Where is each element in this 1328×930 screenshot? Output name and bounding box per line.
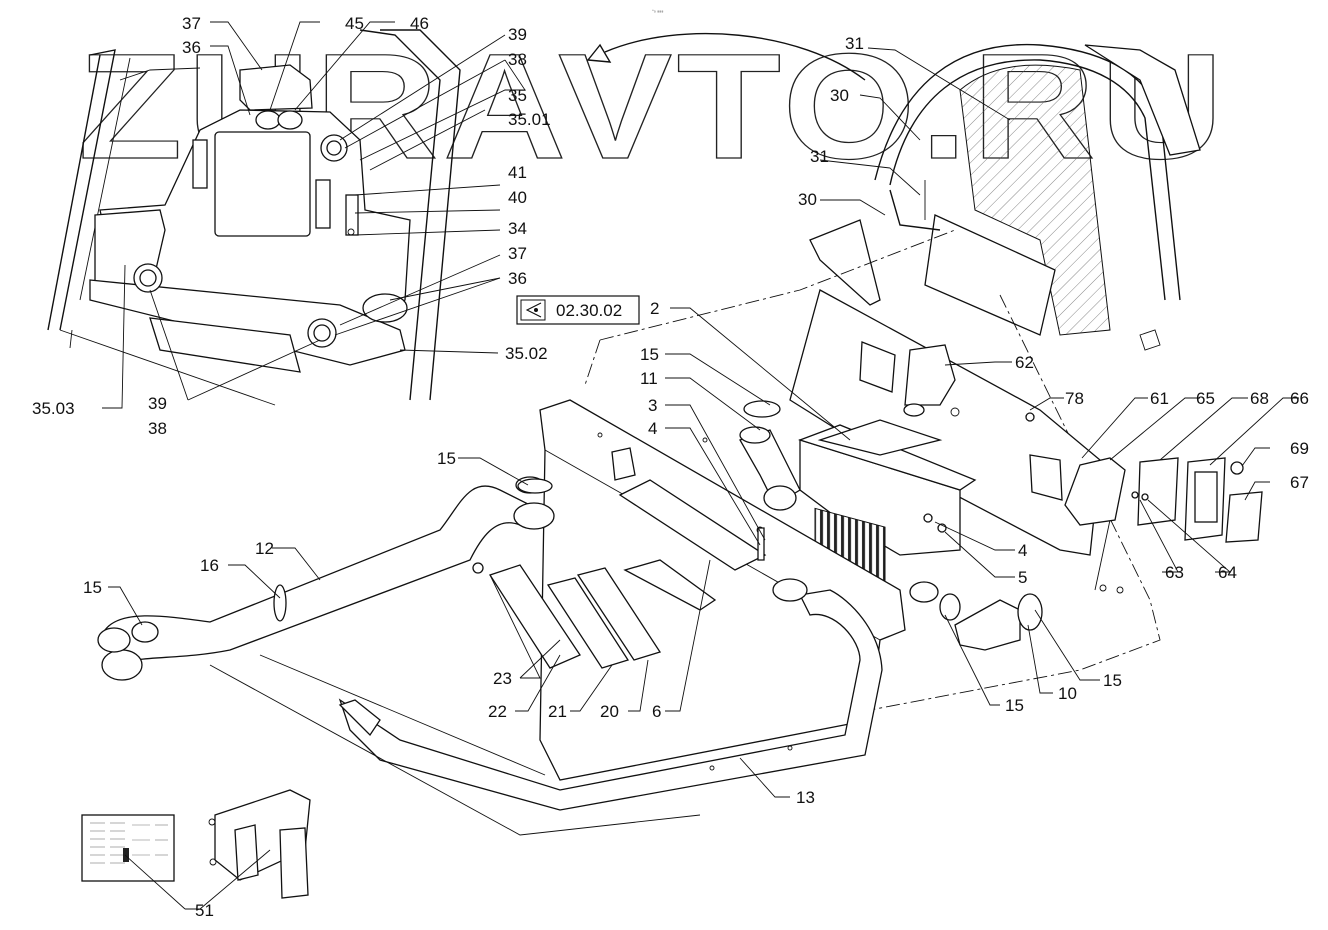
callout-15-e: 15 bbox=[1103, 671, 1122, 690]
clamp-15-left bbox=[517, 478, 553, 494]
reference-code: 02.30.02 bbox=[556, 301, 622, 320]
callout-11: 11 bbox=[640, 369, 658, 388]
reference-box[interactable]: 02.30.02 bbox=[516, 295, 640, 325]
callout-45: 45 bbox=[345, 14, 364, 33]
callout-61: 61 bbox=[1150, 389, 1169, 408]
callout-38: 38 bbox=[508, 50, 527, 69]
callout-39: 39 bbox=[508, 25, 527, 44]
callout-69: 69 bbox=[1290, 439, 1309, 458]
callout-46: 46 bbox=[410, 14, 429, 33]
sleeve bbox=[611, 447, 636, 481]
callout-20: 20 bbox=[600, 702, 619, 721]
cover-strip bbox=[618, 479, 767, 571]
callout-35-03: 35.03 bbox=[32, 399, 75, 418]
callout-3: 3 bbox=[648, 396, 657, 415]
roof-window bbox=[809, 43, 1201, 351]
callout-63: 63 bbox=[1165, 563, 1184, 582]
callout-4-b: 4 bbox=[1018, 541, 1027, 560]
callout-66: 66 bbox=[1290, 389, 1309, 408]
callout-78: 78 bbox=[1065, 389, 1084, 408]
callout-30: 30 bbox=[830, 86, 849, 105]
callout-15-b: 15 bbox=[437, 449, 456, 468]
cab-pillar bbox=[47, 29, 461, 406]
hose-11 bbox=[739, 426, 801, 511]
callout-15: 15 bbox=[640, 345, 659, 364]
callout-4: 4 bbox=[648, 419, 657, 438]
callout-68: 68 bbox=[1250, 389, 1269, 408]
callout-6: 6 bbox=[652, 702, 661, 721]
callout-31: 31 bbox=[845, 34, 864, 53]
callout-65: 65 bbox=[1196, 389, 1215, 408]
callout-23: 23 bbox=[493, 669, 512, 688]
callout-39-b: 39 bbox=[148, 394, 167, 413]
callout-2: 2 bbox=[650, 299, 659, 318]
callout-22: 22 bbox=[488, 702, 507, 721]
callout-12: 12 bbox=[255, 539, 274, 558]
overhead-console bbox=[89, 64, 411, 373]
callout-67: 67 bbox=[1290, 473, 1309, 492]
callout-35-01: 35.01 bbox=[508, 110, 551, 129]
callout-62: 62 bbox=[1015, 353, 1034, 372]
callout-10: 10 bbox=[1058, 684, 1077, 703]
leader-lines bbox=[102, 21, 1299, 910]
callout-21: 21 bbox=[548, 702, 567, 721]
callout-40: 40 bbox=[508, 188, 527, 207]
callout-64: 64 bbox=[1218, 563, 1237, 582]
back-plate bbox=[789, 289, 1124, 594]
clamp-15-top bbox=[743, 400, 781, 418]
callout-31-b: 31 bbox=[810, 147, 829, 166]
callout-36: 36 bbox=[182, 38, 201, 57]
callout-51: 51 bbox=[195, 901, 214, 920]
callout-37: 37 bbox=[182, 14, 201, 33]
view-reference-icon bbox=[520, 299, 546, 321]
callout-41: 41 bbox=[508, 163, 527, 182]
wire-line bbox=[259, 654, 546, 776]
callout-5: 5 bbox=[1018, 568, 1027, 587]
direction-arrow bbox=[586, 32, 866, 81]
callout-15-c: 15 bbox=[83, 578, 102, 597]
callout-labels: 37 36 45 46 39 38 35 35.01 41 40 34 37 3… bbox=[32, 14, 1309, 920]
callout-15-d: 15 bbox=[1005, 696, 1024, 715]
right-duct bbox=[909, 581, 1043, 651]
callout-36-b: 36 bbox=[508, 269, 527, 288]
main-duct bbox=[97, 476, 555, 681]
callout-30-b: 30 bbox=[798, 190, 817, 209]
callout-37-b: 37 bbox=[508, 244, 527, 263]
fuse-box bbox=[81, 789, 311, 899]
lower-duct bbox=[338, 578, 883, 811]
callout-34: 34 bbox=[508, 219, 527, 238]
side-vent-assembly bbox=[1064, 457, 1263, 543]
top-mark: ▫₀ ₈₈₈ bbox=[652, 8, 663, 14]
callout-35: 35 bbox=[508, 86, 527, 105]
callout-13: 13 bbox=[796, 788, 815, 807]
callout-38-b: 38 bbox=[148, 419, 167, 438]
callout-16: 16 bbox=[200, 556, 219, 575]
callout-35-02: 35.02 bbox=[505, 344, 548, 363]
